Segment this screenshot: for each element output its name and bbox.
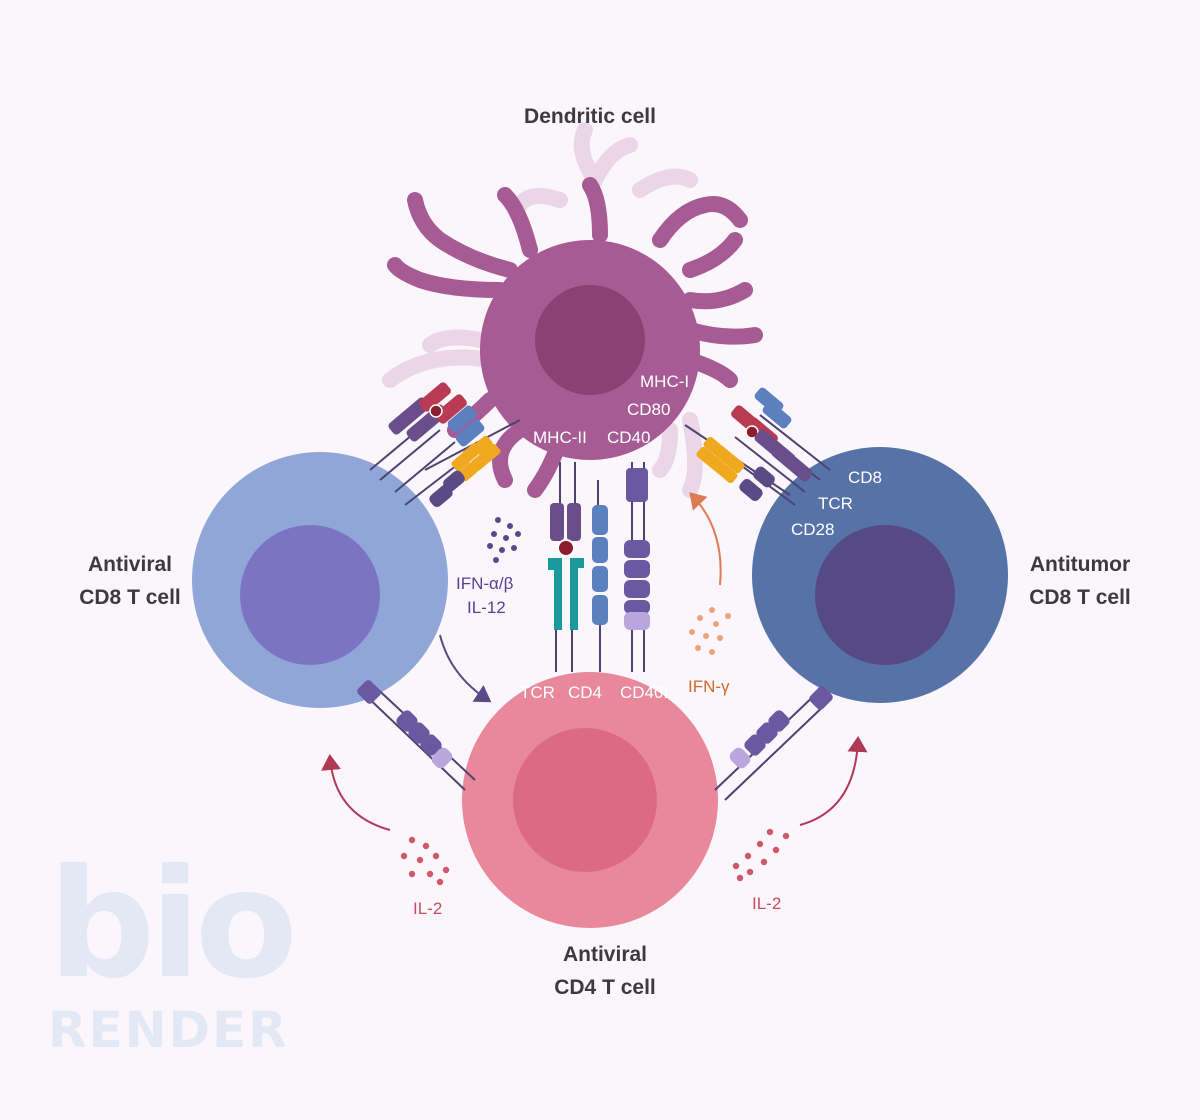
label-tcr-right: TCR	[818, 494, 853, 513]
label-cd28: CD28	[791, 520, 835, 539]
il2-right-arrow	[799, 736, 868, 826]
label-mhc-i: MHC-I	[640, 372, 690, 391]
antiviral-cd4-title: Antiviral CD4 T cell	[554, 943, 656, 999]
cd8-antiviral-nucleus	[240, 525, 380, 665]
ifn-ab-arrow	[439, 634, 492, 703]
ifn-g-dots	[689, 607, 731, 655]
cd4-nucleus	[513, 728, 657, 872]
dendritic-cell	[387, 177, 763, 498]
cd8-antitumor-nucleus	[815, 525, 955, 665]
label-il2-right: IL-2	[752, 894, 782, 913]
label-il12: IL-12	[467, 598, 506, 617]
il2-right-dots	[732, 828, 790, 882]
biorender-watermark: bio RENDER	[48, 850, 318, 1070]
label-cd40: CD40	[607, 428, 651, 447]
ifn-ab-il12-dots	[487, 517, 521, 563]
left-receptor-complex	[369, 382, 521, 508]
antitumor-cd8-title: Antitumor CD8 T cell	[1029, 553, 1131, 609]
label-mhc-ii: MHC-II	[533, 428, 587, 447]
il2-left-arrow	[321, 754, 391, 831]
dendritic-nucleus	[535, 285, 645, 395]
label-ifn-g: IFN-γ	[688, 677, 730, 696]
label-il2-left: IL-2	[413, 899, 443, 918]
antiviral-cd8-title: Antiviral CD8 T cell	[79, 553, 181, 609]
label-cd80: CD80	[627, 400, 671, 419]
label-cd4: CD4	[568, 683, 603, 702]
antitumor-cd8-t-cell	[752, 447, 1008, 703]
label-cd8: CD8	[848, 468, 883, 487]
il2-left-dots	[400, 836, 450, 886]
right-receptor-complex	[684, 387, 831, 506]
label-cd40l: CD40L	[620, 683, 673, 702]
watermark-render: RENDER	[48, 1001, 289, 1059]
dendritic-cell-title: Dendritic cell	[524, 105, 656, 128]
lower-right-receptor	[714, 686, 833, 801]
label-ifn-ab: IFN-α/β	[456, 574, 514, 593]
antiviral-cd4-t-cell	[462, 672, 718, 928]
center-receptor-complex	[548, 462, 650, 672]
lower-left-receptor	[357, 680, 476, 791]
label-tcr-center: TCR	[520, 683, 555, 702]
ifn-g-arrow	[689, 492, 722, 586]
antiviral-cd8-t-cell	[192, 452, 448, 708]
watermark-bio: bio	[48, 838, 298, 1012]
